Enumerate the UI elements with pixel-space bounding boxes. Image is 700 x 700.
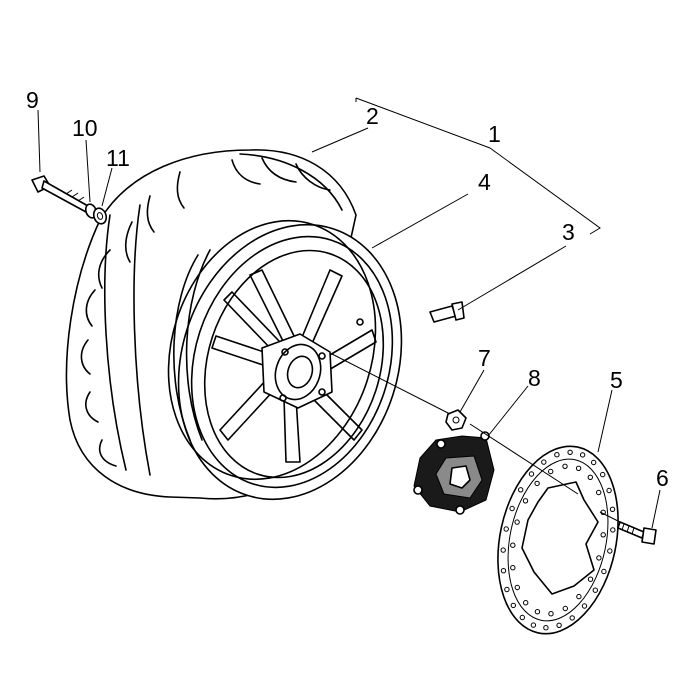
disc-hole [510, 565, 516, 571]
disc-hole [562, 463, 568, 469]
disc-hole [519, 614, 525, 621]
disc-hole [523, 600, 529, 606]
brake-disc [497, 445, 619, 635]
callout-labels: 1 2 3 4 5 6 7 8 9 10 11 [26, 87, 669, 491]
disc-hole [596, 489, 602, 496]
disc-bolt [617, 521, 657, 545]
callout-3: 3 [562, 219, 575, 245]
disc-hole [530, 622, 537, 628]
disc-hole [567, 449, 573, 455]
disc-hole [510, 542, 516, 548]
disc-hole [601, 568, 607, 575]
disc-hole [522, 498, 529, 504]
disc-hole [528, 471, 535, 477]
wheel-rim [167, 219, 403, 501]
disc-hole [562, 605, 568, 612]
callout-4: 4 [478, 169, 491, 195]
disc-hole [600, 532, 606, 538]
leader-lines [37, 97, 661, 529]
callout-10: 10 [72, 115, 98, 141]
washer-11 [92, 207, 108, 225]
callout-1: 1 [488, 121, 501, 147]
disc-hole [548, 468, 554, 475]
disc-hole [554, 452, 560, 458]
disc-hole [534, 609, 541, 615]
callout-2: 2 [366, 103, 379, 129]
disc-hole [587, 576, 594, 582]
disc-hole [596, 555, 602, 561]
disc-carrier [413, 431, 495, 515]
disc-hole [579, 452, 586, 458]
disc-hole [591, 459, 597, 466]
disc-hole [606, 487, 612, 494]
disc-hole [556, 622, 562, 628]
disc-cooling-holes [500, 449, 616, 631]
disc-hole [587, 474, 593, 480]
disc-hole [509, 505, 515, 512]
callout-5: 5 [610, 367, 623, 393]
disc-hole [518, 487, 524, 493]
disc-hole [548, 611, 554, 617]
callout-6: 6 [656, 465, 669, 491]
disc-hole [610, 527, 616, 533]
disc-hole [534, 480, 540, 487]
nut [445, 409, 467, 431]
disc-hole [609, 506, 616, 512]
disc-hole [510, 602, 516, 609]
disc-hole [514, 584, 520, 591]
callout-9: 9 [26, 87, 39, 113]
disc-hole [576, 593, 582, 600]
disc-hole [581, 603, 588, 609]
wheel-hub [261, 318, 364, 409]
disc-hole [575, 465, 582, 471]
callout-8: 8 [528, 365, 541, 391]
disc-hole [569, 615, 575, 621]
disc-hole [500, 568, 507, 574]
rim-spokes [211, 269, 377, 463]
disc-hole [541, 459, 547, 465]
disc-hole [514, 519, 520, 525]
tyre-valve [429, 301, 465, 323]
callout-7: 7 [478, 345, 491, 371]
disc-hole [607, 548, 613, 554]
disc-hole [600, 471, 606, 478]
disc-hole [503, 526, 509, 532]
disc-hole [543, 625, 549, 631]
callout-11: 11 [106, 145, 130, 171]
disc-hole [500, 547, 506, 553]
disc-hole [504, 586, 510, 593]
disc-hole [592, 587, 598, 593]
axle-bolt [31, 175, 89, 213]
